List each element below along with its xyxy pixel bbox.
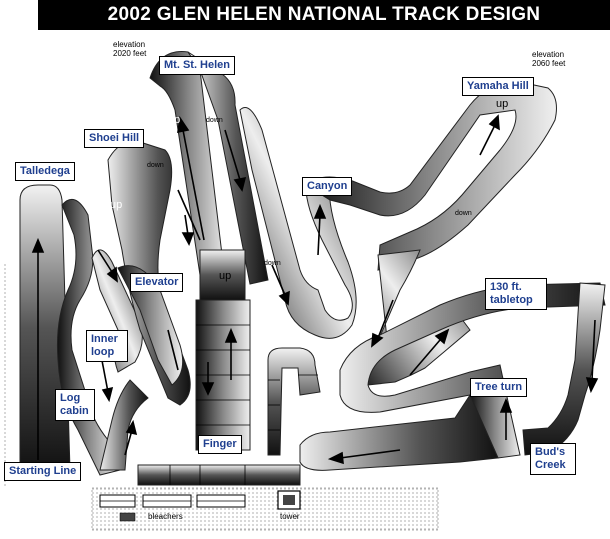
- arrow-head: [201, 382, 215, 396]
- direction-up-shoei: up: [110, 199, 123, 211]
- track-canyon: [239, 107, 357, 339]
- arrow-head: [488, 114, 500, 131]
- label-buds-creek: Bud's Creek: [530, 443, 576, 475]
- arrow-head: [585, 377, 599, 394]
- arrow-head: [233, 176, 247, 192]
- label-finger: Finger: [198, 435, 242, 454]
- label-starting-line: Starting Line: [4, 462, 82, 481]
- direction-up-yamaha: up: [496, 98, 509, 110]
- pit-boundary: [2, 262, 6, 487]
- track-mt-st-helen-down: [187, 51, 269, 285]
- page-title: 2002 GLEN HELEN NATIONAL TRACK DESIGN: [38, 0, 610, 30]
- direction-down-yamaha: down: [455, 210, 472, 217]
- tower: [277, 490, 301, 510]
- label-inner-loop: Inner loop: [86, 330, 128, 362]
- arrow-head: [125, 419, 138, 436]
- spectator-area: [91, 487, 439, 531]
- label-yamaha-hill: Yamaha Hill: [462, 77, 534, 96]
- direction-up-finger: up: [219, 270, 232, 282]
- bleachers-label: bleachers: [148, 512, 183, 521]
- arrow-head: [371, 332, 384, 348]
- track-segment-lines: [169, 324, 318, 485]
- label-tabletop: 130 ft. tabletop: [485, 278, 547, 310]
- track-elevator: [117, 265, 184, 386]
- label-shoei-hill: Shoei Hill: [84, 129, 145, 148]
- direction-up-mt-st-helen: up: [168, 114, 181, 126]
- track-bottom-connector: [137, 464, 301, 486]
- label-talledega: Talledega: [15, 162, 75, 181]
- tower-label: tower: [280, 512, 300, 521]
- direction-down-mt-st-helen: down: [206, 117, 223, 124]
- arrow-head: [101, 386, 114, 403]
- arrow-head: [106, 266, 118, 283]
- elevation-label-right: elevation 2060 feet: [532, 50, 566, 68]
- arrow-head: [278, 290, 290, 306]
- track-right-return: [522, 282, 606, 456]
- track-bottom-straight: [299, 393, 499, 471]
- arrow-head: [434, 328, 450, 345]
- track-inner-loop: [99, 379, 149, 471]
- direction-down-shoei: down: [147, 162, 164, 169]
- label-mt-st-helen: Mt. St. Helen: [159, 56, 236, 75]
- arrow-head: [327, 451, 344, 465]
- label-elevator: Elevator: [130, 273, 184, 292]
- track-yamaha-approach: [305, 81, 557, 271]
- label-log-cabin: Log cabin: [55, 389, 95, 421]
- arrow-head: [499, 397, 513, 413]
- elevation-label-left: elevation 2020 feet: [113, 40, 147, 58]
- arrow-head: [224, 327, 238, 343]
- label-tree-turn: Tree turn: [470, 378, 528, 397]
- label-canyon: Canyon: [302, 177, 353, 196]
- direction-down-canyon: down: [264, 260, 281, 267]
- arrow-head: [31, 237, 45, 253]
- arrow-head: [177, 115, 190, 134]
- arrow-head: [313, 203, 327, 219]
- arrow-head: [181, 232, 195, 246]
- direction-arrows: [31, 114, 599, 465]
- bleachers: [99, 494, 246, 522]
